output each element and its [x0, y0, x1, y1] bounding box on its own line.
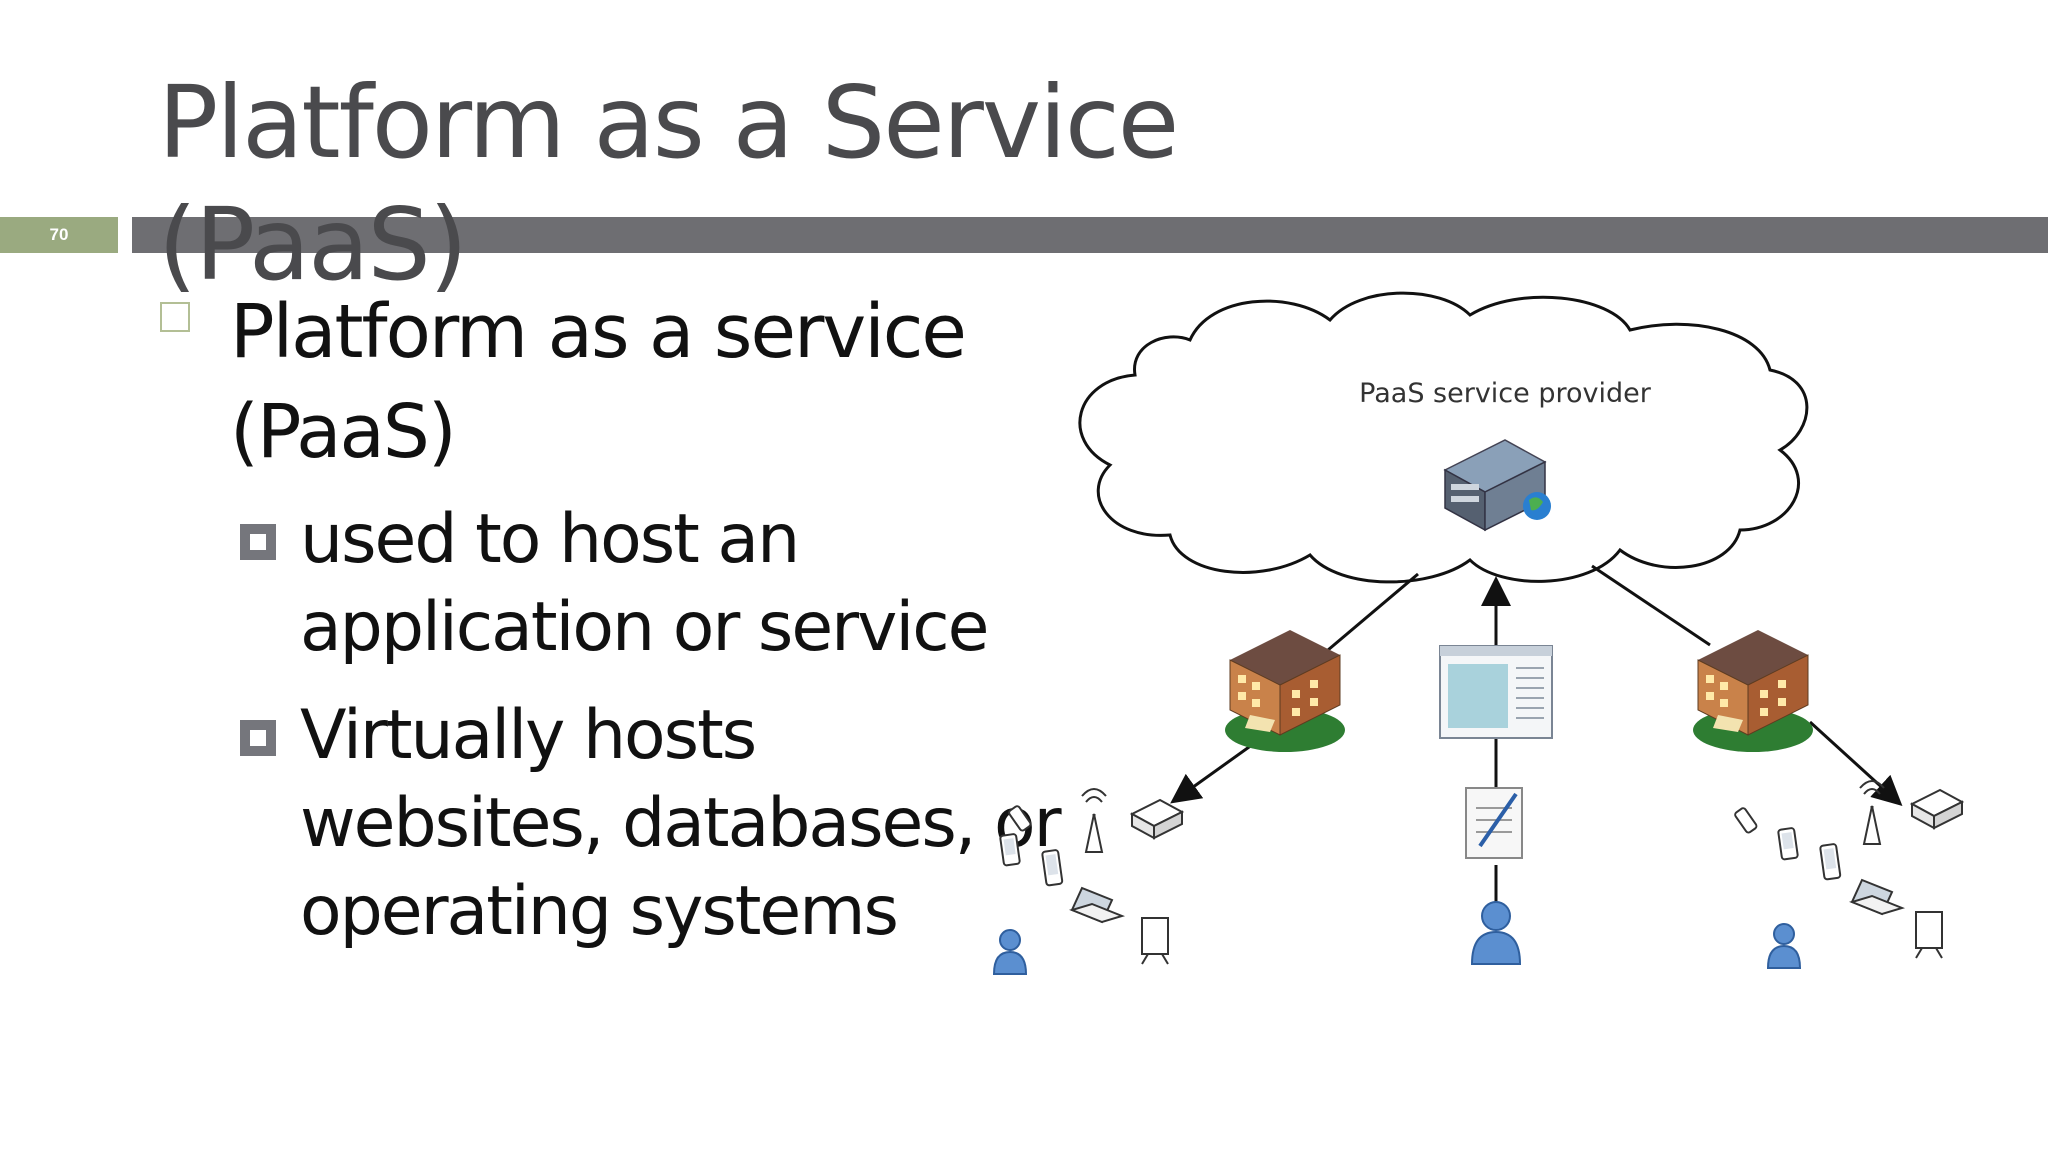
cloud-label: PaaS service provider	[1359, 378, 1652, 409]
presentation-board-icon	[1915, 911, 1943, 959]
line-cloud-right	[1591, 564, 1711, 647]
wireless-router-icon	[1909, 788, 1965, 830]
slide-number: 70	[0, 217, 118, 253]
bullet-square-outline-icon	[160, 302, 190, 332]
laptop-icon	[1848, 878, 1906, 916]
wireless-router-icon	[1859, 780, 1885, 845]
sub-bullet-1-text: used to host an application or service	[300, 500, 989, 667]
sub-bullet-2: Virtually hosts websites, databases, or …	[240, 692, 1062, 956]
user-icon	[992, 929, 1028, 975]
cloud-shape	[1078, 291, 1809, 584]
server-icon	[1443, 439, 1551, 532]
mobile-phone-icon	[1008, 805, 1032, 832]
mobile-phone-icon	[1734, 807, 1758, 834]
slide-title: Platform as a Service (PaaS)	[158, 64, 1179, 303]
header-band	[132, 217, 2048, 253]
mobile-phone-icon	[1777, 827, 1799, 861]
browser-window-icon	[1439, 645, 1553, 739]
bullet-main: Platform as a service (PaaS)	[160, 282, 1040, 482]
sub-bullet-square-icon	[240, 720, 276, 756]
presentation-board-icon	[1141, 917, 1169, 965]
wireless-router-icon	[1129, 798, 1185, 840]
document-icon	[1465, 787, 1523, 859]
arrow-right-router	[1808, 720, 1903, 807]
sub-bullet-square-icon	[240, 524, 276, 560]
building-icon	[1225, 630, 1345, 752]
wireless-router-icon	[1081, 788, 1107, 853]
sub-bullet-1: used to host an application or service	[240, 496, 1060, 672]
mobile-phone-icon	[999, 833, 1021, 867]
laptop-icon	[1068, 886, 1126, 924]
bullet-main-text: Platform as a service (PaaS)	[230, 289, 967, 475]
sub-bullet-2-text: Virtually hosts websites, databases, or …	[300, 696, 1062, 951]
mobile-phone-icon	[1041, 849, 1064, 887]
paas-diagram: PaaS service provider	[992, 291, 1965, 975]
mobile-phone-icon	[1819, 843, 1842, 881]
building-icon	[1693, 630, 1813, 752]
line-cloud-left	[1327, 572, 1419, 652]
user-icon	[1766, 923, 1802, 969]
user-icon	[1470, 901, 1522, 965]
